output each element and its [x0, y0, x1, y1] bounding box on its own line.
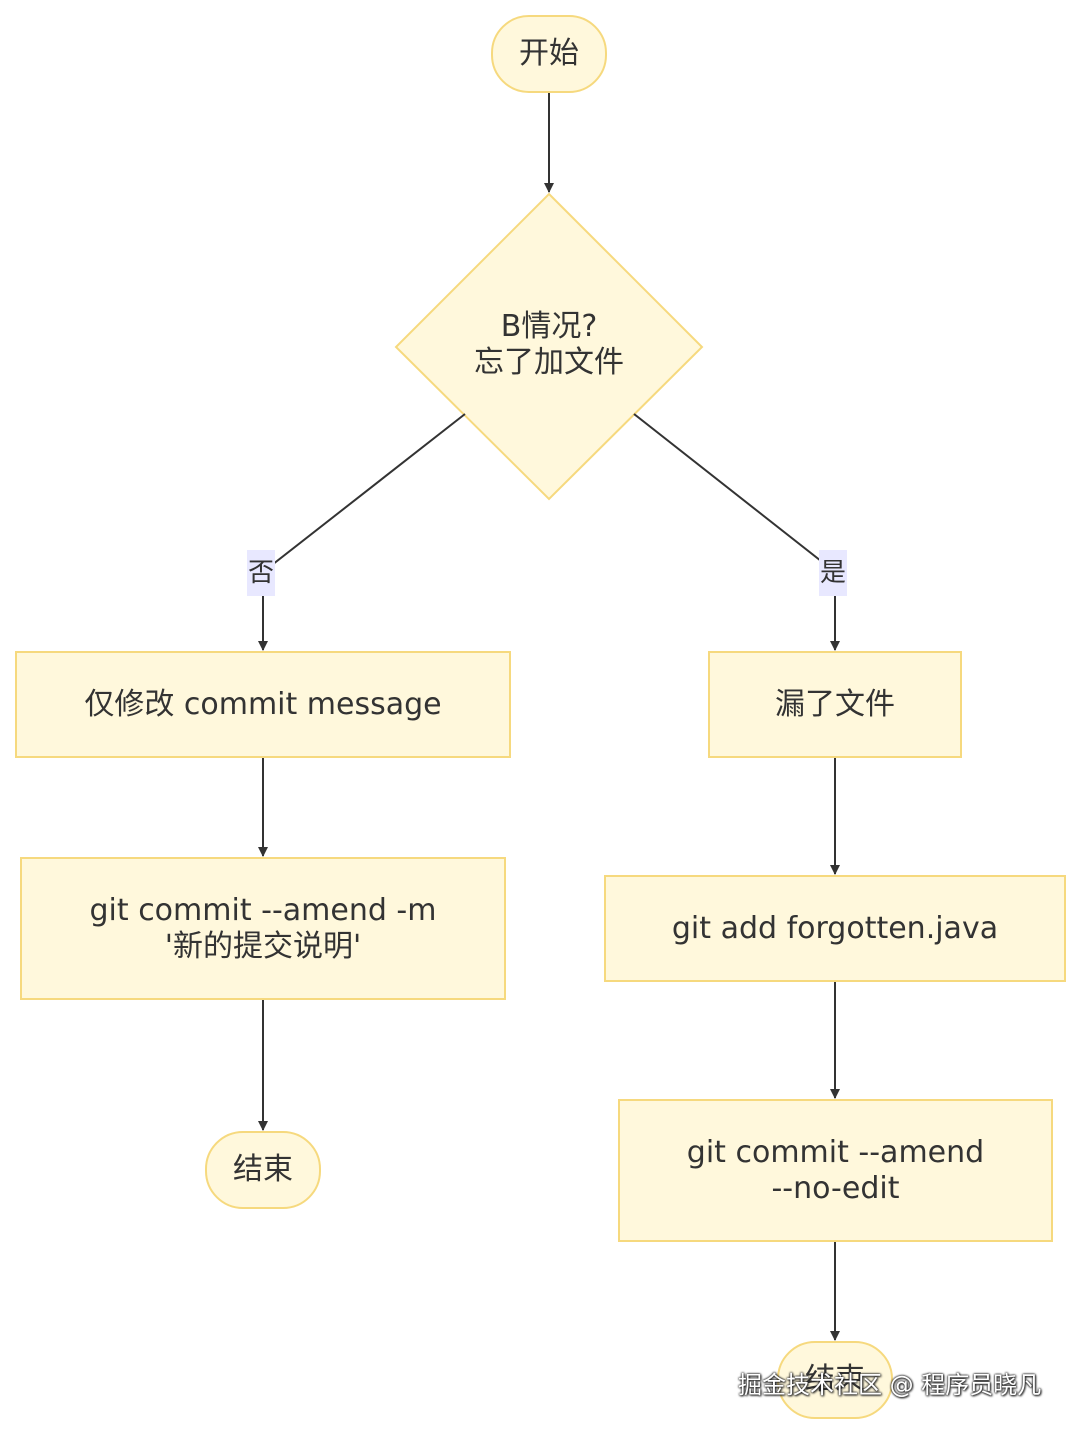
- watermark-text: 掘金技术社区 @ 程序员晓凡: [738, 1371, 1042, 1399]
- amend-message-node: git commit --amend -m '新的提交说明': [20, 857, 506, 1000]
- start-node: 开始: [491, 15, 607, 93]
- amend-no-edit-node: git commit --amend --no-edit: [618, 1099, 1053, 1242]
- git-add-node: git add forgotten.java: [604, 875, 1066, 982]
- missed-file-node: 漏了文件: [708, 651, 962, 758]
- only-message-node: 仅修改 commit message: [15, 651, 511, 758]
- edge-label-yes: 是: [819, 550, 847, 596]
- decision-text: B情况? 忘了加文件: [474, 309, 624, 380]
- end-left-node: 结束: [205, 1131, 321, 1209]
- decision-diamond: [394, 192, 704, 501]
- edge-decision-no: [258, 413, 466, 651]
- end-right-node: 结束: [777, 1341, 893, 1419]
- edge-label-no: 否: [247, 550, 275, 596]
- edge-decision-yes: [633, 413, 840, 651]
